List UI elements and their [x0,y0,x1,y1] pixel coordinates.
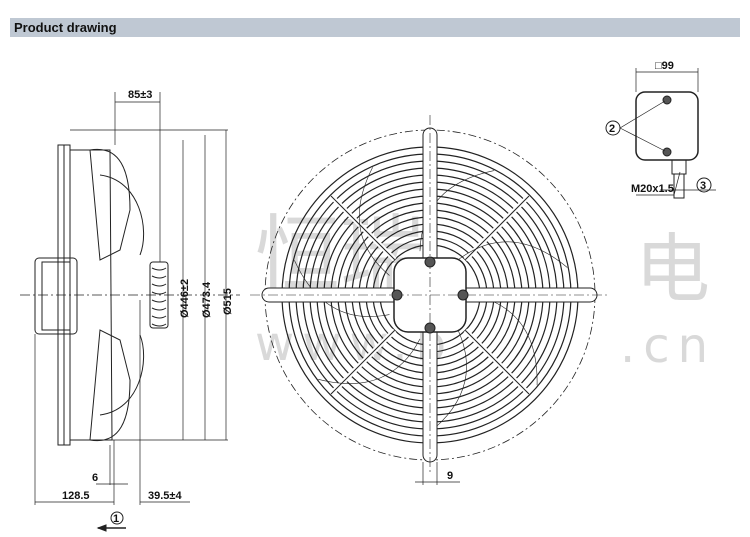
fan-blade-edge [426,330,467,436]
dim-overall: 128.5 [62,490,90,502]
rotor-rib [151,267,167,271]
fan-blade-edge [318,338,421,384]
fan-blade-edge [294,260,390,317]
rotor-rib [151,291,167,295]
terminal-box-detail [605,68,716,199]
dim-thread: M20x1.5 [631,183,674,195]
rotor-rib [151,283,167,287]
callout-3: 3 [700,180,706,192]
guard-spoke [330,195,395,260]
fan-blade-edge [419,170,495,252]
rotor-rib [151,315,167,319]
blade [89,148,131,261]
rotor [149,261,169,329]
rotor-rib [151,299,167,303]
guard-spoke [465,330,530,395]
blade [89,329,131,442]
rotor-rib [151,323,167,327]
side-view-labels: 85±3 Ø446±2 Ø473.4 Ø515 6 128.5 39.5±4 1 [62,89,234,525]
dim-diameter-446: Ø446±2 [179,279,191,318]
dim-diameter-473: Ø473.4 [201,281,213,318]
side-view [20,92,240,532]
fan-blade-edge [358,167,390,276]
dim-plate: 6 [92,472,98,484]
callout-circle-1 [110,511,124,525]
terminal-box-labels: □99 M20x1.5 2 3 [609,60,706,195]
watermark-text: 电 [635,225,710,313]
callout-2: 2 [609,123,615,135]
dim-depth: 85±3 [128,89,152,101]
callout-1: 1 [113,513,119,525]
dim-slot: 9 [447,470,453,482]
watermark-url: .cn [620,318,716,374]
rotor-rib [151,307,167,311]
rotor-rib [151,275,167,279]
motor-body [34,257,78,335]
guard-spoke [465,195,530,260]
dim-diameter-515: Ø515 [222,288,234,315]
fan-blade-edge [457,241,568,268]
dim-box-size: □99 [655,60,674,72]
section-title: Product drawing [14,20,117,35]
dim-offset: 39.5±4 [148,490,182,502]
section-header: Product drawing [10,18,740,37]
front-view [250,115,610,485]
